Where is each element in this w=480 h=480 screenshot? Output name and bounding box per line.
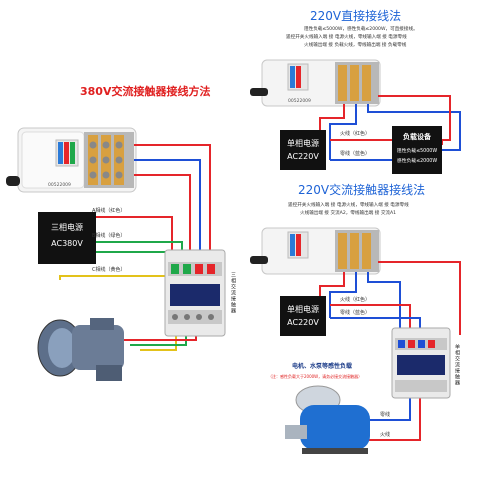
live-line-label: 火线 bbox=[380, 432, 391, 438]
remote-switch-module-top: 00522009 bbox=[250, 59, 381, 107]
contactor-380 bbox=[164, 249, 226, 337]
wires-220-direct bbox=[319, 95, 461, 161]
pump-title: 电机、水泵等感性负载 bbox=[292, 363, 353, 370]
single-phase-label-top-1: 单相电源 bbox=[287, 139, 319, 148]
module-code-top: 00522009 bbox=[288, 98, 311, 104]
load-box-line2: 感性负载≤2000W bbox=[396, 159, 438, 164]
three-phase-label-2: AC380V bbox=[51, 239, 83, 248]
neutral-label-bottom: 零线（蓝色） bbox=[340, 310, 371, 316]
title-220-direct: 220V直接接线法 bbox=[310, 9, 402, 23]
remote-switch-module-left: 00522009 bbox=[6, 127, 137, 193]
single-phase-label-bottom-2: AC220V bbox=[287, 318, 319, 327]
three-phase-source-box bbox=[38, 212, 96, 264]
live-label-top: 火线（红色） bbox=[340, 131, 371, 137]
single-phase-source-box-top bbox=[280, 130, 326, 170]
contactor-note-1: 遥控开关火线输入端 接 电源火线，零线输入端 接 电源零线 bbox=[288, 203, 409, 208]
phase-b-label: B相线（绿色） bbox=[92, 233, 126, 239]
module-code-left: 00522009 bbox=[48, 182, 71, 188]
phase-c-label: C相线（黄色） bbox=[92, 267, 126, 273]
contactor-220-label: 单相交流接触器 bbox=[454, 344, 460, 386]
contactor-220 bbox=[391, 327, 451, 399]
neutral-line-label: 零线 bbox=[380, 412, 391, 418]
direct-note-2: 遥控开关火线输入端 接 电源火线，零线输入端 接 电源零线 bbox=[286, 35, 407, 40]
title-220-contactor: 220V交流接触器接线法 bbox=[298, 183, 426, 197]
load-box-line1: 阻性负载≤5000W bbox=[396, 149, 438, 154]
phase-a-label: A相线（红色） bbox=[92, 208, 126, 214]
blower-motor bbox=[37, 318, 124, 381]
single-phase-label-top-2: AC220V bbox=[287, 152, 319, 161]
water-pump bbox=[285, 385, 370, 454]
load-device-box bbox=[392, 126, 442, 174]
remote-switch-module-bottom bbox=[250, 227, 381, 275]
direct-note-1: 阻性负载≤5000W，感性负载≤2000W，可直接接线。 bbox=[304, 27, 418, 32]
pump-subtitle: （注：感性负载大于2000W，请务必接交流接触器） bbox=[268, 374, 363, 379]
live-label-bottom: 火线（红色） bbox=[340, 297, 371, 303]
direct-note-3: 火线输出端 接 负载火线，零线输出端 接 负载零线 bbox=[304, 43, 407, 48]
three-phase-label-1: 三相电源 bbox=[51, 223, 83, 232]
single-phase-label-bottom-1: 单相电源 bbox=[287, 305, 319, 314]
title-380: 380V交流接触器接线方法 bbox=[80, 85, 211, 98]
single-phase-source-box-bottom bbox=[280, 296, 326, 336]
contactor-380-label: 三相交流接触器 bbox=[230, 272, 236, 314]
load-box-title: 负载设备 bbox=[403, 133, 431, 141]
contactor-note-2: 火线输出端 接 交流A2，零线输出端 接 交流A1 bbox=[300, 211, 397, 216]
neutral-label-top: 零线（蓝色） bbox=[340, 151, 371, 157]
